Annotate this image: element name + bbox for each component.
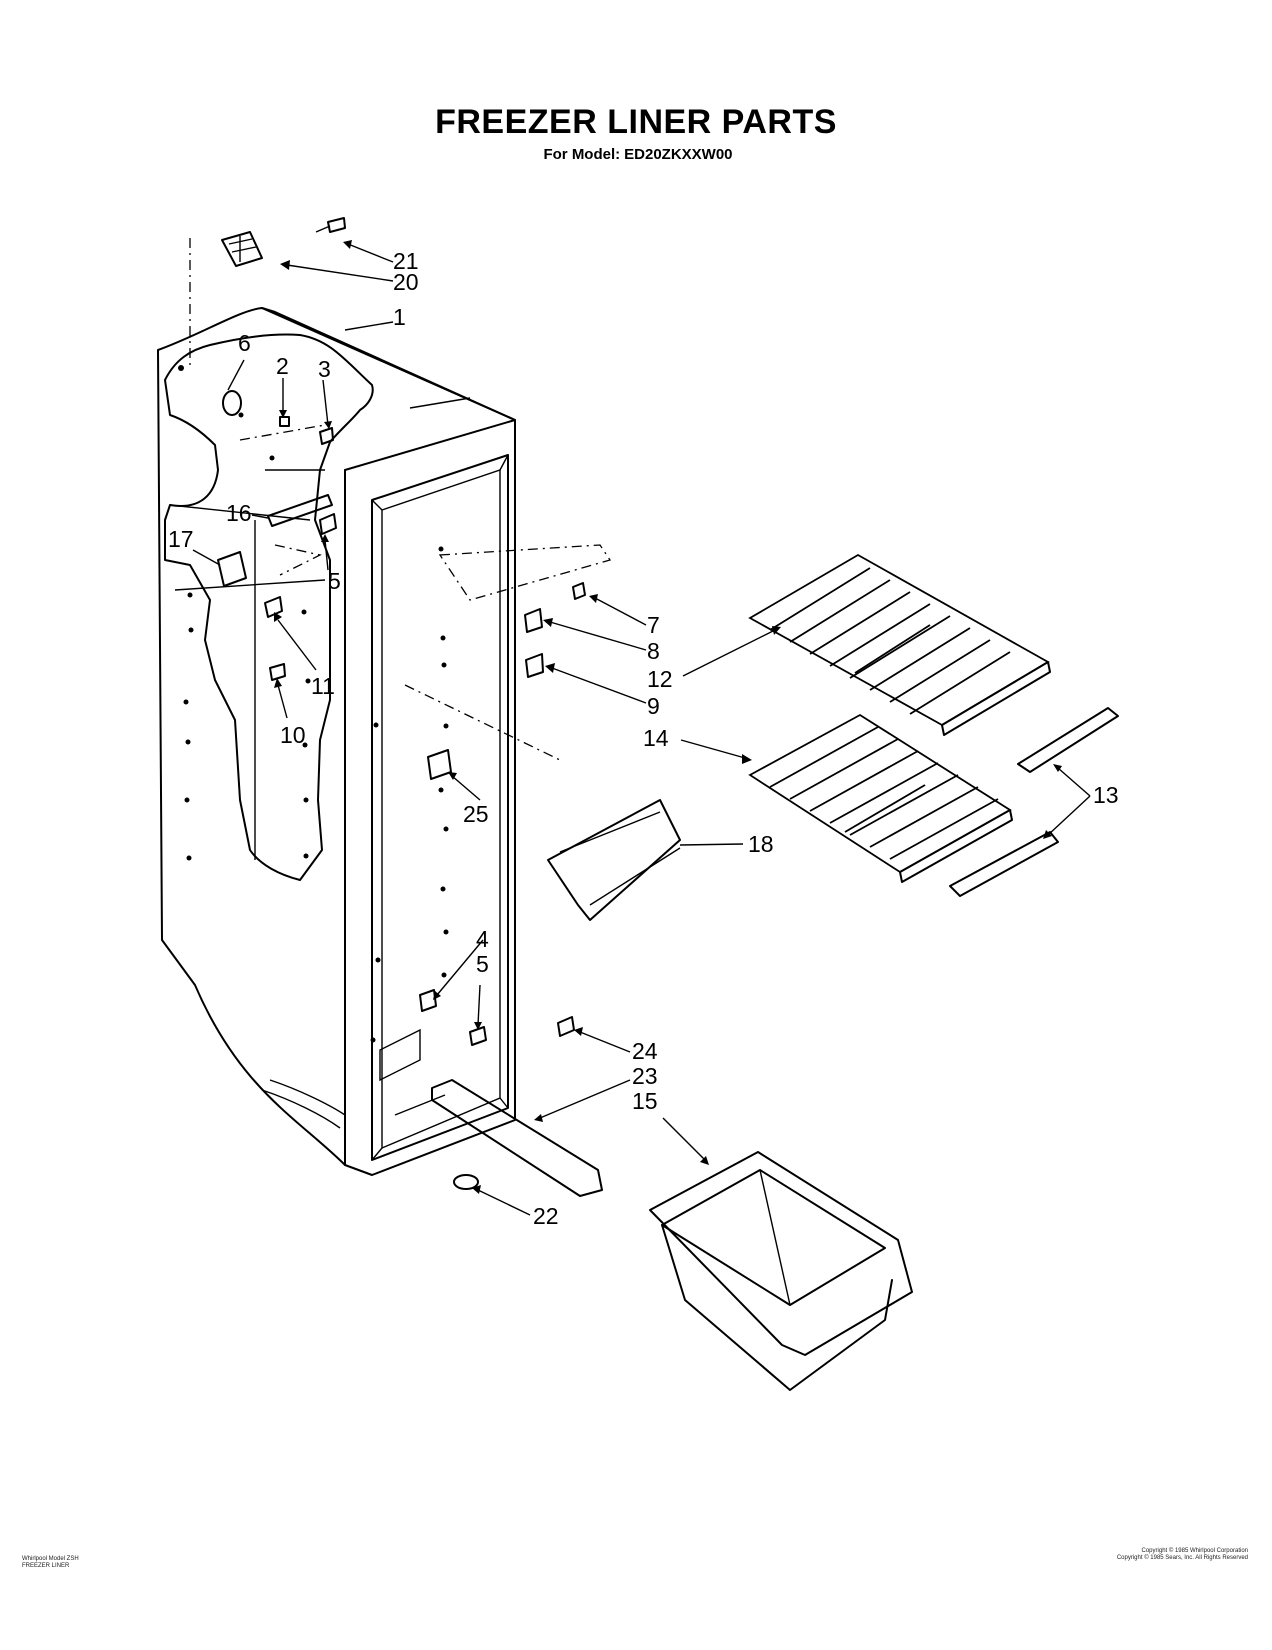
liner-holes — [178, 365, 449, 1043]
callout-10: 10 — [280, 722, 306, 748]
callout-5-lower: 5 — [476, 951, 489, 977]
callout-14: 14 — [643, 725, 669, 751]
page-title: FREEZER LINER PARTS — [435, 103, 837, 141]
part-9-clip — [525, 653, 544, 678]
callout-18: 18 — [748, 831, 774, 857]
callout-13: 13 — [1093, 782, 1119, 808]
part-12-shelf — [748, 553, 1051, 736]
callout-15: 15 — [632, 1088, 658, 1114]
leader-lines — [192, 240, 1091, 1216]
part-25-holder — [427, 749, 452, 780]
callout-22: 22 — [533, 1203, 559, 1229]
callout-8: 8 — [647, 638, 660, 664]
callout-12: 12 — [647, 666, 673, 692]
callout-21: 21 — [393, 248, 419, 274]
part-14-shelf — [748, 713, 1013, 883]
part-24-screw — [557, 1016, 575, 1037]
part-17-control — [217, 551, 247, 587]
part-8-clip — [524, 608, 543, 633]
part-20-bracket — [221, 231, 263, 267]
part-7-clip — [572, 582, 586, 600]
part-22-cap — [453, 1174, 479, 1190]
part-5-screw-upper — [319, 513, 337, 535]
model-prefix: For Model: — [543, 146, 621, 163]
footer-right-line1: Copyright © 1985 Whirlpool Corporation — [1141, 1548, 1248, 1554]
footer-right: Copyright © 1985 Whirlpool Corporation C… — [1028, 1548, 1248, 1562]
part-10-screw — [269, 663, 286, 681]
part-21-screw — [315, 217, 346, 233]
callout-25: 25 — [463, 801, 489, 827]
part-15-bin — [649, 1151, 913, 1391]
callout-20: 20 — [393, 269, 419, 295]
callout-7: 7 — [647, 612, 660, 638]
freezer-liner-body — [157, 238, 612, 1176]
footer-right-line2: Copyright © 1985 Sears, Inc. All Rights … — [1116, 1555, 1248, 1561]
callout-17: 17 — [168, 526, 194, 552]
footer-left-line1: Whirlpool Model ZSH — [22, 1556, 79, 1562]
callout-16: 16 — [226, 500, 252, 526]
callout-9: 9 — [647, 693, 660, 719]
part-3-screw — [319, 427, 334, 445]
callout-4: 4 — [476, 926, 489, 952]
part-18-cover — [547, 799, 681, 921]
footer-left-line2: FREEZER LINER — [22, 1563, 70, 1569]
part-2-fastener — [279, 416, 290, 427]
part-6-plug — [222, 390, 242, 416]
part-13-rail-upper — [1017, 707, 1119, 773]
part-11-screw — [264, 596, 283, 618]
callout-5-upper: 5 — [328, 568, 341, 594]
part-16-bracket — [267, 494, 333, 527]
part-13-rail-lower — [949, 831, 1059, 897]
callout-23: 23 — [632, 1063, 658, 1089]
callout-1: 1 — [393, 304, 406, 330]
model-number: ED20ZKXXW00 — [624, 146, 733, 163]
callout-2: 2 — [276, 353, 289, 379]
part-5-screw-lower — [469, 1026, 487, 1046]
model-subtitle: For Model:ED20ZKXXW00 — [0, 146, 1272, 163]
part-4-bracket — [419, 989, 437, 1012]
part-23-rail — [431, 1079, 603, 1197]
callout-24: 24 — [632, 1038, 658, 1064]
callout-6: 6 — [238, 330, 251, 356]
callout-11: 11 — [311, 673, 335, 699]
footer-left: Whirlpool Model ZSH FREEZER LINER — [22, 1556, 79, 1570]
callout-3: 3 — [318, 356, 331, 382]
